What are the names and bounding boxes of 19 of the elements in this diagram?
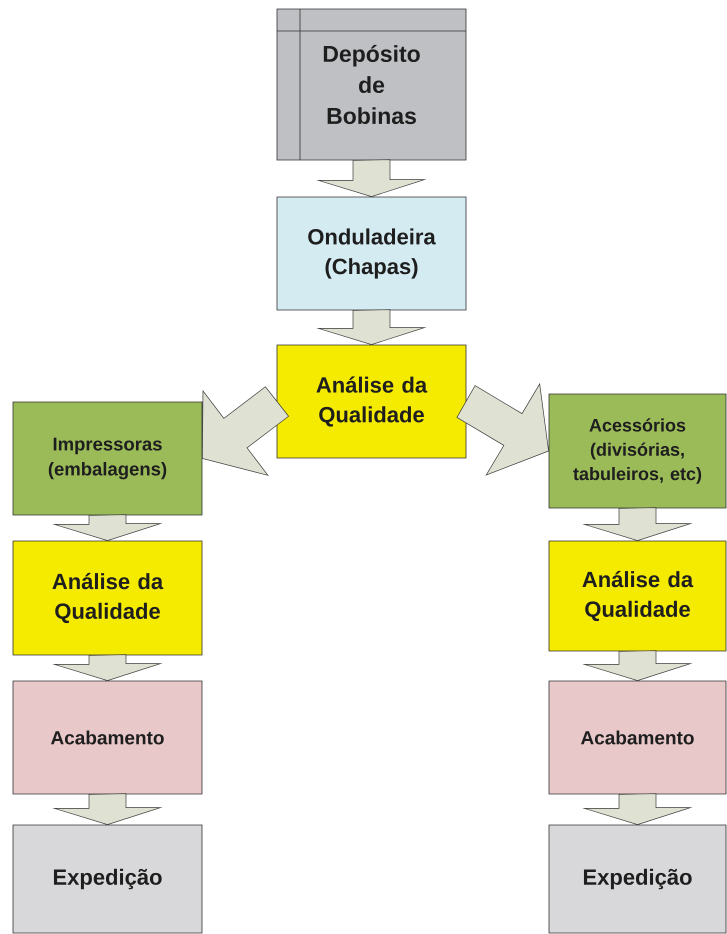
block-arrow [52, 793, 163, 825]
process-box: Acabamento [548, 680, 726, 794]
block-arrow [52, 654, 163, 681]
process-box: Expedição [548, 824, 726, 934]
quality-box: Análise da Qualidade [12, 540, 202, 656]
process-box: Acabamento [12, 680, 202, 794]
block-arrow [52, 514, 163, 541]
process-box: Expedição [12, 824, 202, 934]
block-arrow [582, 650, 693, 681]
block-arrow [582, 507, 693, 541]
process-box: Impressoras (embalagens) [12, 402, 202, 516]
process-box: Acessórios (divisórias, tabuleiros, etc) [548, 394, 726, 508]
block-arrow [316, 309, 427, 345]
storage-box: Depósito de Bobinas [276, 8, 466, 160]
quality-box: Análise da Qualidade [548, 540, 726, 652]
block-arrow [316, 159, 427, 197]
process-box: Onduladeira (Chapas) [276, 196, 466, 310]
block-arrow [582, 793, 693, 825]
quality-box: Análise da Qualidade [276, 344, 466, 458]
